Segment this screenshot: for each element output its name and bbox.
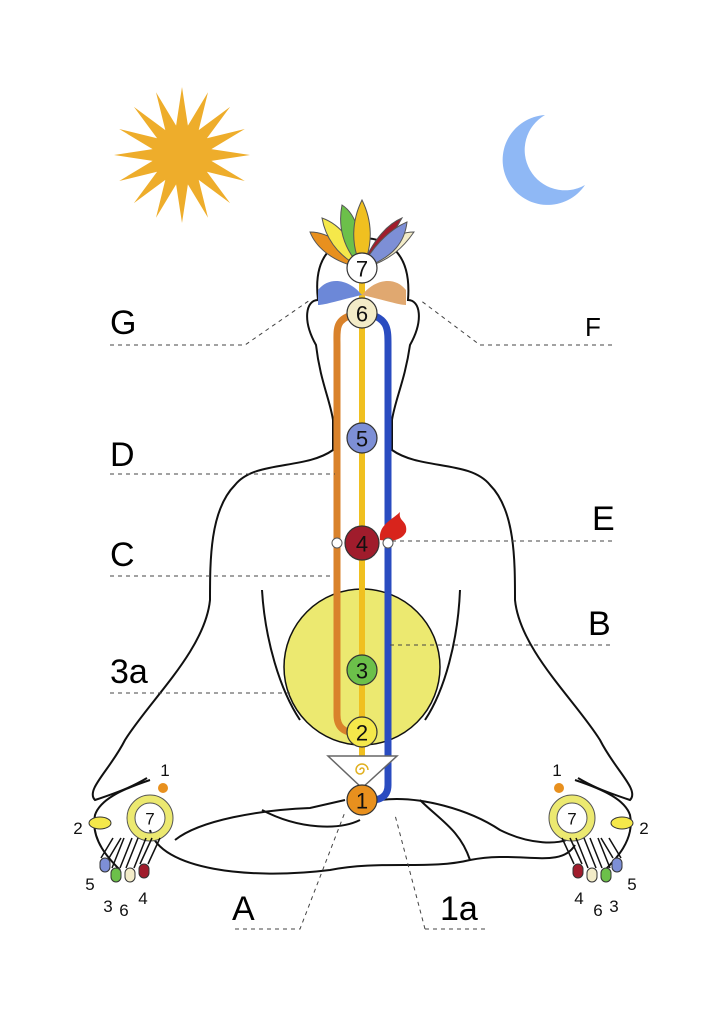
flame-icon <box>379 512 407 541</box>
chakra-number: 2 <box>356 721 368 746</box>
right-channel-pingala <box>370 311 392 804</box>
fingertip-6 <box>124 867 136 883</box>
chakra-circle <box>346 716 378 748</box>
finger-number: 5 <box>85 875 94 894</box>
chakra-3: 3 <box>346 654 378 686</box>
finger-number: 4 <box>138 889 147 908</box>
right-node <box>382 537 394 549</box>
finger-line <box>597 837 611 869</box>
left-channel-ida <box>333 311 354 736</box>
finger-number: 3 <box>609 897 618 916</box>
thumb-dot <box>554 783 564 793</box>
thumb-dot-number: 1 <box>160 761 169 780</box>
thumb-tip <box>610 816 634 830</box>
chakra-circle <box>346 252 378 284</box>
sun-icon <box>114 87 250 223</box>
finger-line <box>100 837 114 859</box>
thumb-tip <box>88 816 112 830</box>
fingertip-5 <box>99 857 111 873</box>
palm-ring <box>549 795 595 841</box>
chakra-6: 6 <box>346 297 378 329</box>
right-eye-wing <box>362 280 406 305</box>
finger-line <box>583 837 597 869</box>
finger-line <box>125 837 139 869</box>
finger-line <box>600 837 614 859</box>
chakra-number: 7 <box>356 257 368 282</box>
fingertip-6 <box>586 867 598 883</box>
fingertip-4 <box>572 863 584 879</box>
chakra-4: 4 <box>344 525 380 561</box>
label-3a: 3a <box>110 653 148 691</box>
body-outline <box>91 236 634 875</box>
finger-line <box>108 837 122 859</box>
palm-ring-inner <box>556 802 588 834</box>
fingertip-3 <box>600 867 612 883</box>
thumb-number: 2 <box>73 819 82 838</box>
label-F: F <box>585 312 601 342</box>
finger-number: 6 <box>119 901 128 920</box>
palm-number: 7 <box>145 810 154 829</box>
finger-number: 6 <box>593 901 602 920</box>
finger-number: 4 <box>574 889 583 908</box>
chakra-circle <box>346 297 378 329</box>
palm-ring <box>127 795 173 841</box>
chakra-number: 1 <box>356 789 368 814</box>
moon-icon <box>502 115 585 205</box>
chakra-number: 5 <box>356 427 368 452</box>
label-G: G <box>110 304 136 342</box>
finger-line <box>147 837 161 865</box>
label-C: C <box>110 536 135 574</box>
palm-number: 7 <box>567 810 576 829</box>
chakra-1: 1 <box>346 784 378 816</box>
chakra-circle <box>346 784 378 816</box>
kundalini-triangle <box>326 755 399 790</box>
chakra-7: 7 <box>346 252 378 284</box>
chakra-circle <box>344 525 380 561</box>
left-node <box>331 537 343 549</box>
finger-number: 3 <box>103 897 112 916</box>
finger-line <box>589 837 603 869</box>
chakra-number: 3 <box>356 659 368 684</box>
chakra-5: 5 <box>346 422 378 454</box>
finger-line <box>569 837 583 865</box>
crown-lotus-icon <box>309 198 415 270</box>
finger-line <box>111 837 125 869</box>
label-B: B <box>588 605 611 643</box>
thumb-dot <box>158 783 168 793</box>
finger-line <box>561 837 575 865</box>
chakra-circle <box>346 654 378 686</box>
palm-ring-inner <box>134 802 166 834</box>
finger-line <box>575 837 589 869</box>
finger-line <box>133 837 147 869</box>
spiral-icon <box>355 763 369 775</box>
finger-line <box>119 837 133 869</box>
label-D: D <box>110 436 135 474</box>
fingertip-5 <box>611 857 623 873</box>
finger-line <box>608 837 622 859</box>
fingertip-3 <box>110 867 122 883</box>
chakra-number: 4 <box>356 532 368 557</box>
finger-line <box>139 837 153 865</box>
thumb-dot-number: 1 <box>552 761 561 780</box>
fingertip-4 <box>138 863 150 879</box>
chakra-2: 2 <box>346 716 378 748</box>
chakra-circle <box>346 422 378 454</box>
label-A: A <box>232 890 255 928</box>
leader-lines <box>110 299 612 930</box>
thumb-number: 2 <box>639 819 648 838</box>
finger-number: 5 <box>627 875 636 894</box>
label-E: E <box>592 500 615 538</box>
chakra-number: 6 <box>356 302 368 327</box>
left-eye-wing <box>318 280 362 305</box>
label-1a: 1a <box>440 890 478 928</box>
